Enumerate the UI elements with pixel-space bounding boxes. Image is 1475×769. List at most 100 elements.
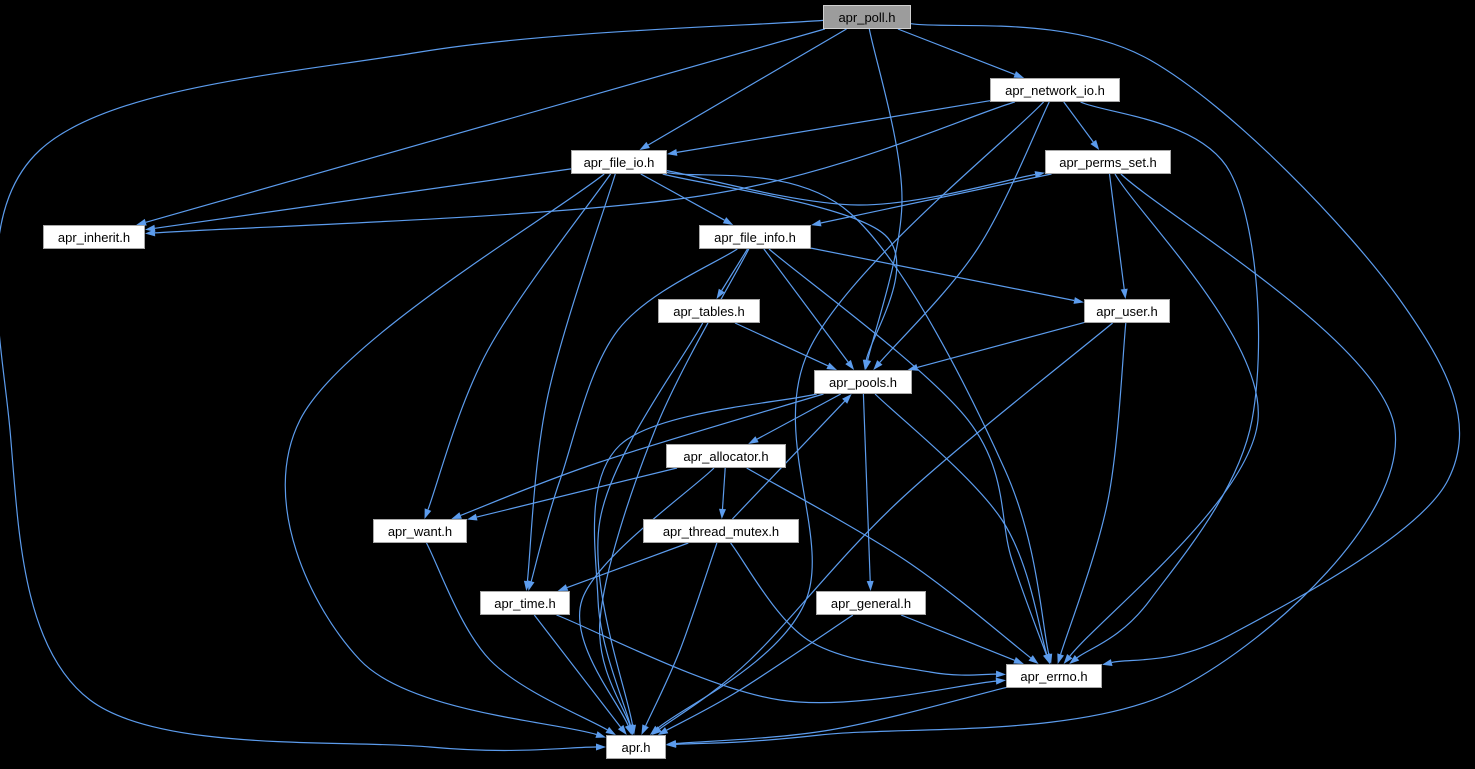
arrowhead-poll-file_io	[639, 141, 650, 150]
graph-node-thread_mutex[interactable]: apr_thread_mutex.h	[643, 519, 799, 543]
arrowhead-thread_mutex-errno	[995, 670, 1006, 678]
edge-tables-apr	[597, 322, 704, 726]
arrowhead-file_io-apr	[595, 731, 606, 738]
graph-node-perms_set[interactable]: apr_perms_set.h	[1045, 150, 1171, 174]
edge-user-pools	[917, 322, 1085, 368]
edge-user-apr	[659, 322, 1113, 730]
arrowhead-time-apr	[617, 724, 627, 735]
edge-file_info-user	[810, 247, 1075, 302]
edge-file_info-errno	[768, 248, 1047, 655]
edge-file_io-time	[526, 173, 616, 582]
arrowhead-poll-errno	[1102, 659, 1113, 666]
graph-node-allocator[interactable]: apr_allocator.h	[666, 444, 786, 468]
edge-pools-want	[460, 393, 824, 516]
arrowhead-errno-apr	[666, 740, 677, 747]
edge-file_io-file_info	[640, 173, 725, 221]
edge-general-errno	[900, 614, 1015, 661]
arrowhead-pools-want	[451, 512, 462, 519]
arrowhead-general-apr	[657, 727, 669, 735]
arrowhead-network_io-pools	[873, 360, 883, 370]
arrowhead-tables-pools	[826, 362, 837, 370]
edge-pools-allocator	[756, 393, 842, 440]
edge-network_io-pools	[879, 101, 1050, 363]
graph-node-apr[interactable]: apr.h	[606, 735, 666, 759]
arrowhead-poll-inherit	[136, 218, 147, 226]
graph-node-poll[interactable]: apr_poll.h	[823, 5, 911, 29]
edge-time-errno	[556, 614, 997, 704]
graph-node-user[interactable]: apr_user.h	[1084, 299, 1170, 323]
arrowhead-general-errno	[1013, 657, 1024, 664]
edge-errno-apr	[675, 687, 1007, 745]
arrowhead-thread_mutex-apr	[641, 724, 649, 735]
graph-node-file_info[interactable]: apr_file_info.h	[699, 225, 811, 249]
arrowhead-file_info-tables	[716, 288, 725, 299]
graph-node-want[interactable]: apr_want.h	[373, 519, 467, 543]
edge-pools-errno	[874, 393, 1048, 655]
edge-network_io-inherit	[154, 101, 1015, 234]
edge-poll-pools	[867, 28, 903, 361]
arrowhead-network_io-file_io	[667, 149, 678, 156]
arrowhead-perms_set-file_info	[811, 219, 822, 227]
arrowhead-user-errno	[1057, 653, 1064, 664]
edge-thread_mutex-apr	[645, 542, 718, 727]
arrowhead-file_io-inherit	[145, 224, 156, 232]
edge-file_info-time	[530, 248, 738, 582]
edge-allocator-want	[476, 467, 678, 518]
edge-network_io-perms_set	[1063, 101, 1094, 143]
arrowhead-allocator-errno	[1028, 655, 1039, 664]
arrowhead-allocator-want	[467, 513, 478, 521]
arrowhead-file_info-time	[527, 580, 535, 591]
arrowhead-poll-network_io	[1013, 71, 1025, 78]
edge-general-apr	[666, 614, 854, 731]
arrowhead-pools-allocator	[748, 436, 759, 444]
arrowhead-perms_set-user	[1120, 288, 1128, 299]
edge-perms_set-errno	[1069, 173, 1259, 657]
arrowhead-want-apr	[605, 726, 616, 735]
arrowhead-file_io-want	[424, 508, 432, 519]
edge-time-apr	[533, 614, 622, 728]
edge-perms_set-user	[1108, 173, 1125, 290]
edge-perms_set-file_info	[820, 173, 1052, 224]
edge-file_io-pools	[662, 173, 898, 361]
edge-file_info-tables	[721, 248, 749, 291]
arrowhead-time-errno	[995, 677, 1006, 685]
edge-poll-file_io	[647, 28, 847, 146]
arrowhead-file_io-perms_set	[1034, 171, 1045, 178]
edge-tables-pools	[734, 322, 829, 367]
graph-node-network_io[interactable]: apr_network_io.h	[990, 78, 1120, 102]
edge-thread_mutex-pools	[731, 400, 846, 520]
arrowhead-allocator-thread_mutex	[719, 508, 726, 519]
edge-allocator-thread_mutex	[721, 467, 726, 510]
edge-poll-network_io	[897, 28, 1016, 75]
arrowhead-perms_set-errno	[1063, 654, 1073, 664]
edge-file_io-errno	[666, 172, 1050, 655]
edge-poll-apr	[0, 19, 824, 752]
graph-node-file_io[interactable]: apr_file_io.h	[571, 150, 667, 174]
edge-user-errno	[1060, 322, 1127, 655]
arrowhead-poll-apr	[596, 743, 606, 751]
edge-file_io-want	[427, 173, 612, 510]
arrowhead-thread_mutex-time	[557, 584, 569, 591]
graph-node-tables[interactable]: apr_tables.h	[658, 299, 760, 323]
graph-node-pools[interactable]: apr_pools.h	[814, 370, 912, 394]
graph-node-time[interactable]: apr_time.h	[480, 591, 570, 615]
edge-thread_mutex-time	[566, 542, 689, 589]
graph-node-general[interactable]: apr_general.h	[816, 591, 926, 615]
arrowhead-file_info-user	[1073, 297, 1084, 304]
arrowhead-network_io-errno	[1069, 655, 1080, 664]
edge-perms_set-apr	[675, 173, 1397, 745]
arrowhead-pools-errno	[1043, 653, 1051, 664]
edge-poll-inherit	[145, 28, 825, 223]
edge-want-apr	[425, 542, 608, 731]
arrowhead-file_info-pools	[845, 359, 855, 370]
arrowhead-network_io-perms_set	[1090, 139, 1100, 150]
edge-poll-errno	[910, 23, 1461, 664]
arrowhead-allocator-apr	[624, 724, 632, 735]
graph-node-inherit[interactable]: apr_inherit.h	[43, 225, 145, 249]
arrowhead-thread_mutex-pools	[842, 394, 852, 404]
graph-node-errno[interactable]: apr_errno.h	[1006, 664, 1102, 688]
arrowhead-file_io-file_info	[722, 217, 734, 225]
